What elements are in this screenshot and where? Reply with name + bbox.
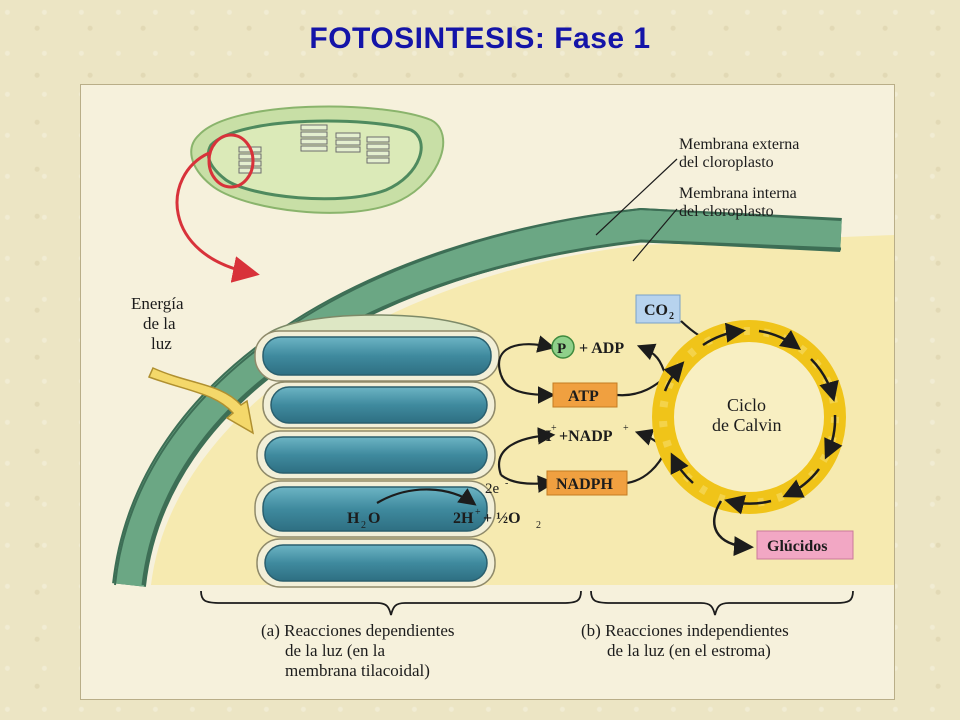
inner-membrane-label: Membrana interna del cloroplasto — [632, 185, 797, 262]
light-energy-label: Energía de la luz — [131, 294, 184, 353]
co2-sub: 2 — [669, 311, 674, 322]
calvin-arrow — [782, 468, 820, 498]
calvin-arrow — [810, 358, 839, 402]
glucid-output-arrow — [712, 500, 754, 557]
zoom-arrow — [175, 151, 260, 283]
chloroplast-thumbnail — [175, 105, 445, 283]
calvin-arrow — [663, 361, 685, 392]
products-rest: + ½O — [483, 510, 521, 527]
light-energy-line3: luz — [151, 334, 172, 353]
inner-membrane-pointer — [632, 208, 678, 262]
calvin-arrow — [758, 329, 802, 350]
adp-to-atp-arrow — [498, 335, 556, 376]
thylakoid-disc-inner — [270, 386, 488, 424]
caption-a-line3: membrana tilacoidal) — [285, 661, 430, 680]
atp-tag: ATP — [552, 382, 618, 408]
glucid-tag: Glúcidos — [756, 530, 854, 560]
adp-label: + ADP — [579, 340, 624, 357]
photosynthesis-diagram: Membrana externa del cloroplasto Membran… — [112, 105, 894, 680]
phosphate-circle — [551, 335, 575, 359]
glucid-label: Glúcidos — [767, 538, 827, 555]
thylakoid-disc-inner — [264, 436, 488, 474]
phosphate-label: P — [557, 341, 566, 357]
thylakoid-disc-inner — [264, 544, 488, 582]
caption-b-line1: (b) Reacciones independientes — [581, 621, 789, 640]
bracket-b — [590, 590, 854, 616]
products-2h: 2H — [453, 510, 474, 527]
products-sub: 2 — [536, 520, 541, 531]
figure-panel: Membrana externa del cloroplasto Membran… — [80, 84, 895, 700]
outer-membrane-label-line2: del cloroplasto — [679, 154, 774, 171]
phosphate-adp: P + ADP — [551, 335, 624, 359]
thumbnail-grana — [238, 124, 390, 174]
water-split-arrow — [376, 488, 477, 506]
caption-b-line2: de la luz (en el estroma) — [607, 641, 771, 660]
slide-title: FOTOSINTESIS: Fase 1 — [309, 22, 651, 55]
calvin-label-line2: de Calvin — [712, 415, 782, 435]
caption-a-line2: de la luz (en la — [285, 641, 386, 660]
calvin-arrow — [724, 494, 772, 515]
calvin-cycle-arrows — [663, 322, 843, 515]
calvin-arrow — [702, 322, 746, 347]
h-plus-sup: + — [551, 423, 557, 434]
co2-box — [635, 294, 681, 324]
calvin-arrow — [824, 414, 843, 460]
outer-membrane-label-line1: Membrana externa — [679, 136, 799, 153]
inner-membrane-label-line2: del cloroplasto — [679, 203, 774, 220]
inner-membrane-label-line1: Membrana interna — [679, 185, 797, 202]
atp-label: ATP — [568, 388, 599, 405]
light-energy-line1: Energía — [131, 294, 184, 313]
caption-a: (a) Reacciones dependientes de la luz (e… — [261, 621, 455, 680]
atp-formation-arrow — [499, 374, 556, 404]
co2-label: CO — [644, 302, 668, 319]
co2-tag: CO 2 — [635, 294, 681, 324]
caption-b: (b) Reacciones independientes de la luz … — [581, 621, 789, 660]
light-energy-arrow — [147, 367, 255, 435]
outer-membrane-label: Membrana externa del cloroplasto — [595, 136, 799, 236]
nadph-formation-arrow — [500, 474, 556, 493]
h-plus-label: H — [539, 428, 552, 445]
water-sub: 2 — [361, 520, 366, 531]
glucid-box — [756, 530, 854, 560]
thylakoid-disc-inner — [262, 486, 488, 532]
water-h: H — [347, 510, 360, 527]
products-sup: + — [475, 507, 481, 518]
nadp-group: H + +NADP + — [539, 423, 629, 445]
thylakoid-disc-inner — [262, 336, 492, 376]
nadph-box — [546, 470, 628, 496]
calvin-cycle: Ciclo de Calvin — [652, 320, 846, 515]
calvin-arrow — [670, 452, 694, 484]
electrons-sup: - — [505, 478, 508, 489]
nadph-label: NADPH — [556, 476, 613, 493]
highlight-circle — [207, 133, 255, 189]
granum-stack — [254, 314, 500, 588]
bracket-a — [200, 590, 582, 616]
electrons-label: 2e — [485, 481, 500, 497]
atp-box — [552, 382, 618, 408]
nadp-arrow — [498, 427, 556, 476]
calvin-label-line1: Ciclo — [727, 395, 766, 415]
water-splitting: H 2 O 2H + + ½O 2 2e - — [347, 478, 541, 531]
nadp-label: +NADP — [559, 428, 613, 445]
light-energy-line2: de la — [143, 314, 176, 333]
nadp-sup: + — [623, 423, 629, 434]
caption-a-line1: (a) Reacciones dependientes — [261, 621, 455, 640]
water-o: O — [368, 510, 380, 527]
outer-membrane-pointer — [595, 158, 678, 236]
nadph-tag: NADPH — [546, 470, 628, 496]
